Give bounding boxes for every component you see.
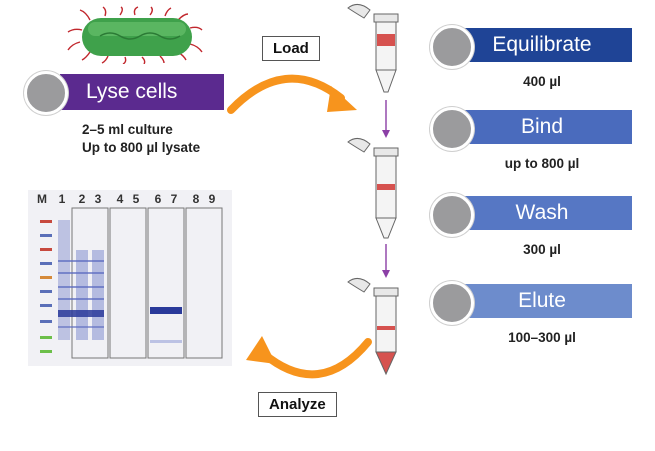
- sds-page-gel: [28, 190, 232, 366]
- step-wash-volume: 300 µl: [523, 242, 561, 257]
- lyse-note-culture: 2–5 ml culture: [82, 122, 173, 137]
- lane-label-3: 3: [94, 192, 102, 206]
- lane-label-4: 4: [116, 192, 124, 206]
- spin-column-1: [347, 4, 399, 93]
- marker-lane: [40, 220, 52, 353]
- lyse-note-lysate: Up to 800 µl lysate: [82, 140, 201, 155]
- step-bind-volume: up to 800 µl: [504, 156, 580, 171]
- lane-label-6: 6: [154, 192, 162, 206]
- lane-label-m: M: [37, 192, 47, 206]
- load-label: Load: [273, 40, 309, 57]
- lane-label-1: 1: [58, 192, 66, 206]
- lane-label-9: 9: [208, 192, 216, 206]
- spin-column-2: [347, 138, 399, 239]
- step-equilibrate-circle: [430, 25, 474, 69]
- analyze-arrow: [246, 336, 372, 379]
- lyse-cells-circle: [24, 71, 68, 115]
- step-elute-volume: 100–300 µl: [508, 330, 576, 345]
- step-bind-circle: [430, 107, 474, 151]
- step-elute-bar: Elute: [452, 284, 632, 318]
- load-callout: Load: [262, 36, 320, 61]
- gel-image: [40, 207, 223, 359]
- lane-label-5: 5: [132, 192, 140, 206]
- eluted-protein-band: [150, 307, 182, 343]
- step-wash-circle: [430, 193, 474, 237]
- analyze-label: Analyze: [269, 396, 326, 413]
- bacterium-illustration: [67, 6, 203, 64]
- lane-label-8: 8: [192, 192, 200, 206]
- lane-label-2: 2: [78, 192, 86, 206]
- step-equilibrate-label: Equilibrate: [492, 33, 592, 56]
- step-wash-bar: Wash: [452, 196, 632, 230]
- lysate-lanes: [58, 220, 104, 340]
- spin-column-stack: [347, 4, 399, 376]
- spin-column-3: [347, 278, 399, 376]
- step-bind-label: Bind: [520, 115, 564, 138]
- step-elute-circle: [430, 281, 474, 325]
- step-elute-label: Elute: [518, 289, 566, 312]
- lane-label-7: 7: [170, 192, 178, 206]
- step-wash-label: Wash: [515, 201, 569, 224]
- lyse-cells-bar: Lyse cells: [60, 74, 224, 110]
- load-arrow: [227, 74, 357, 114]
- step-equilibrate-volume: 400 µl: [523, 74, 561, 89]
- analyze-callout: Analyze: [258, 392, 337, 417]
- step-bind-bar: Bind: [452, 110, 632, 144]
- lyse-cells-label: Lyse cells: [86, 80, 178, 103]
- step-equilibrate-bar: Equilibrate: [452, 28, 632, 62]
